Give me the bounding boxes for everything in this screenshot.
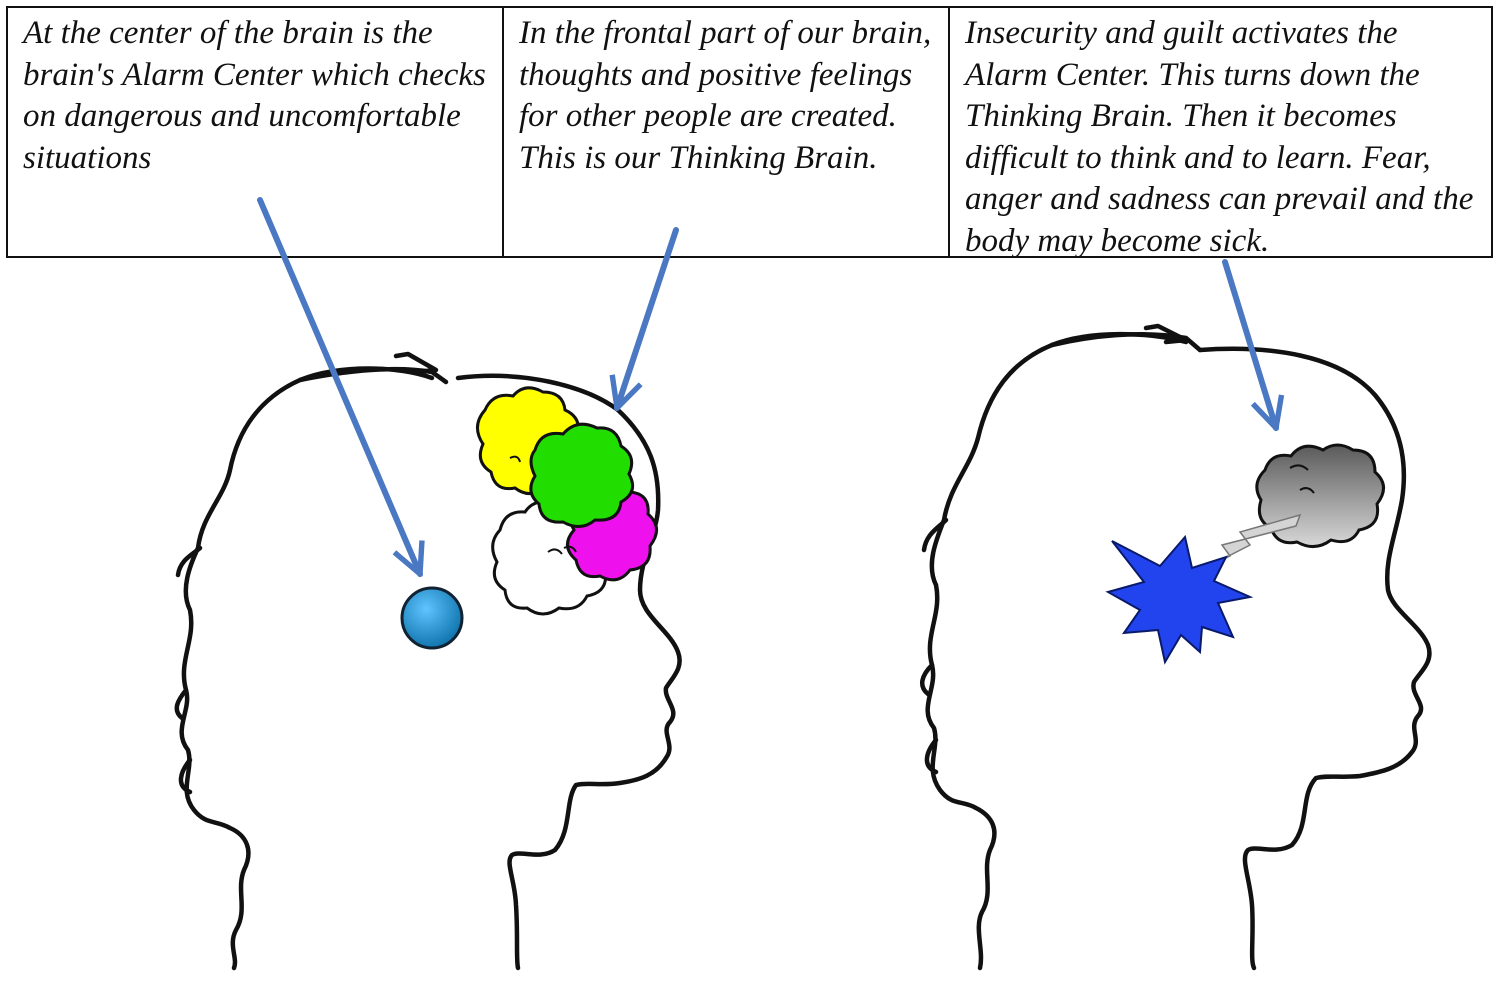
caption-thinking-brain: In the frontal part of our brain, though… — [502, 8, 948, 256]
arrow-to-alarm-center — [257, 197, 420, 574]
alarm-center-dot — [400, 586, 464, 650]
alarm-center-burst — [1105, 534, 1254, 665]
right-head-outline — [919, 323, 1432, 971]
left-head-outline — [174, 351, 682, 971]
thought-cloud-green — [529, 422, 635, 528]
caption-insecurity-effect: Insecurity and guilt activates the Alarm… — [948, 8, 1491, 259]
caption-table: At the center of the brain is the brain'… — [6, 6, 1493, 259]
arrow-to-gray-cloud — [1222, 259, 1276, 428]
arrow-to-thinking-brain — [617, 227, 679, 408]
caption-alarm-center: At the center of the brain is the brain'… — [23, 15, 486, 176]
pointer-arrows — [257, 197, 1276, 574]
thought-clouds — [476, 386, 658, 616]
